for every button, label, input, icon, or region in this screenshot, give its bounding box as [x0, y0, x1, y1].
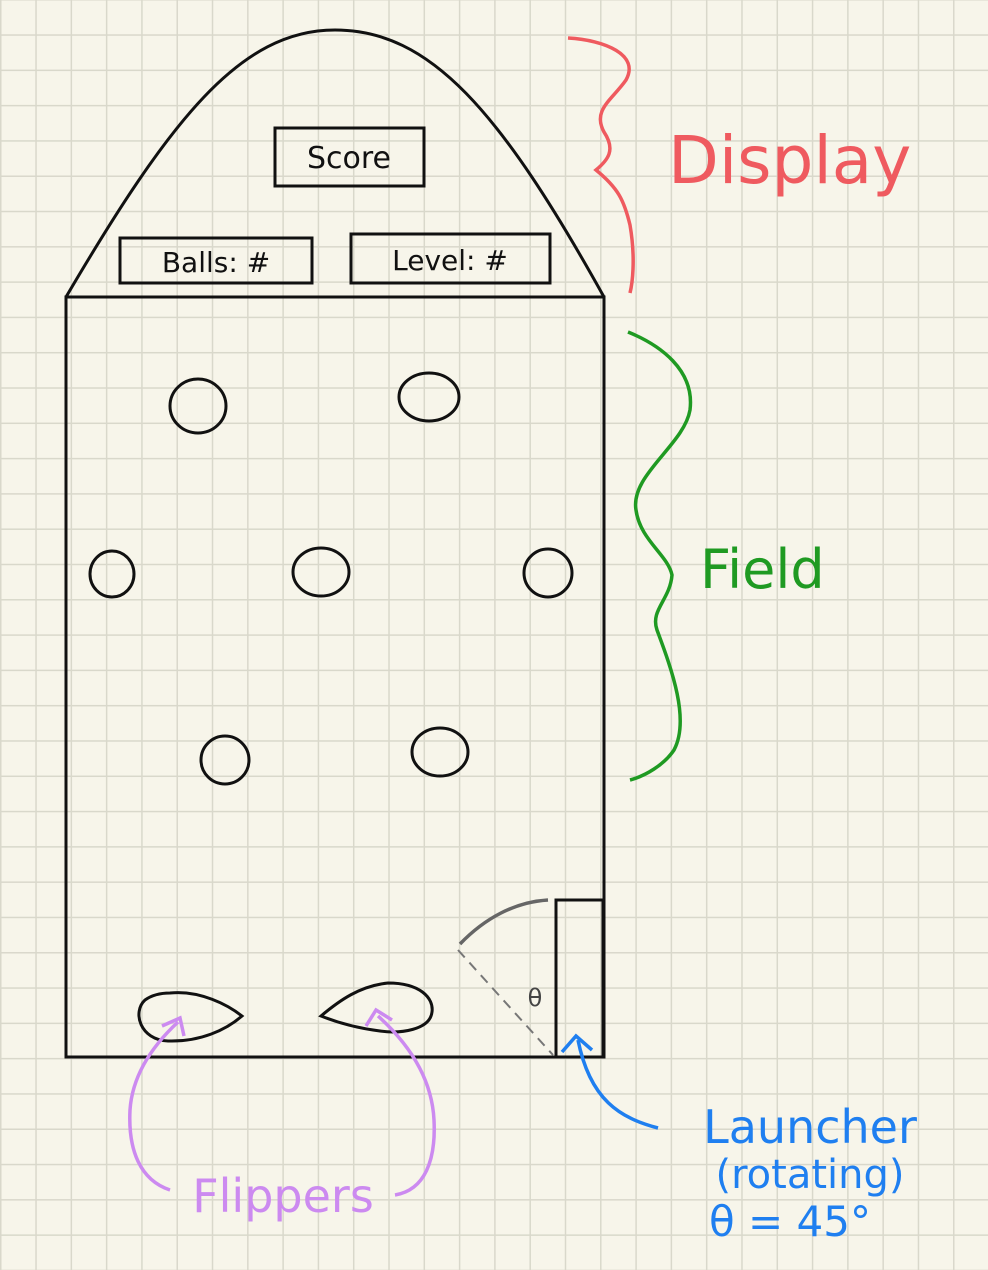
launcher-annotation-label: Launcher: [703, 1100, 917, 1154]
balls-box: Balls: #: [118, 236, 314, 285]
right-flipper: [318, 981, 434, 1034]
playfield-outline: [64, 295, 606, 1059]
display-dome-outline: [64, 28, 606, 298]
bumper: [88, 549, 136, 599]
bumper: [410, 726, 470, 778]
bumper: [397, 371, 461, 423]
score-box: Score: [273, 126, 426, 188]
playfield: θ: [64, 295, 606, 1059]
bumper: [199, 734, 251, 786]
right-flipper-arrowhead: [364, 1007, 393, 1027]
launcher-arrow: [576, 1039, 659, 1130]
launcher-arrowhead: [560, 1033, 594, 1054]
launcher-theta: θ: [528, 984, 543, 1012]
field-annotation: Field: [627, 330, 825, 782]
launcher-annotation: Launcher (rotating) θ = 45°: [560, 1033, 917, 1246]
field-annotation-label: Field: [700, 538, 825, 601]
launcher-annotation-angle: θ = 45°: [709, 1197, 871, 1246]
level-label: Level: #: [392, 244, 508, 277]
launcher-rotation-arc: [458, 898, 549, 946]
left-flipper-arrow: [128, 1020, 180, 1192]
launcher-annotation-rotating: (rotating): [716, 1152, 905, 1198]
field-brace: [627, 330, 693, 782]
balls-label: Balls: #: [162, 246, 270, 279]
bumper: [168, 377, 228, 435]
bumper: [522, 547, 574, 599]
left-flipper: [137, 991, 245, 1043]
score-label: Score: [307, 141, 391, 176]
flippers-annotation-label: Flippers: [192, 1169, 374, 1223]
launcher: [554, 898, 605, 1059]
bumper: [291, 546, 351, 598]
launcher-angle-guide: [457, 949, 554, 1056]
right-flipper-arrow: [376, 1014, 436, 1197]
display-area: Score Balls: # Level: #: [64, 28, 606, 298]
display-brace: [567, 36, 635, 294]
flippers-annotation: Flippers: [128, 1007, 436, 1223]
display-annotation: Display: [567, 36, 911, 294]
level-box: Level: #: [349, 232, 552, 285]
left-flipper-arrowhead: [161, 1015, 186, 1037]
display-annotation-label: Display: [668, 122, 911, 199]
